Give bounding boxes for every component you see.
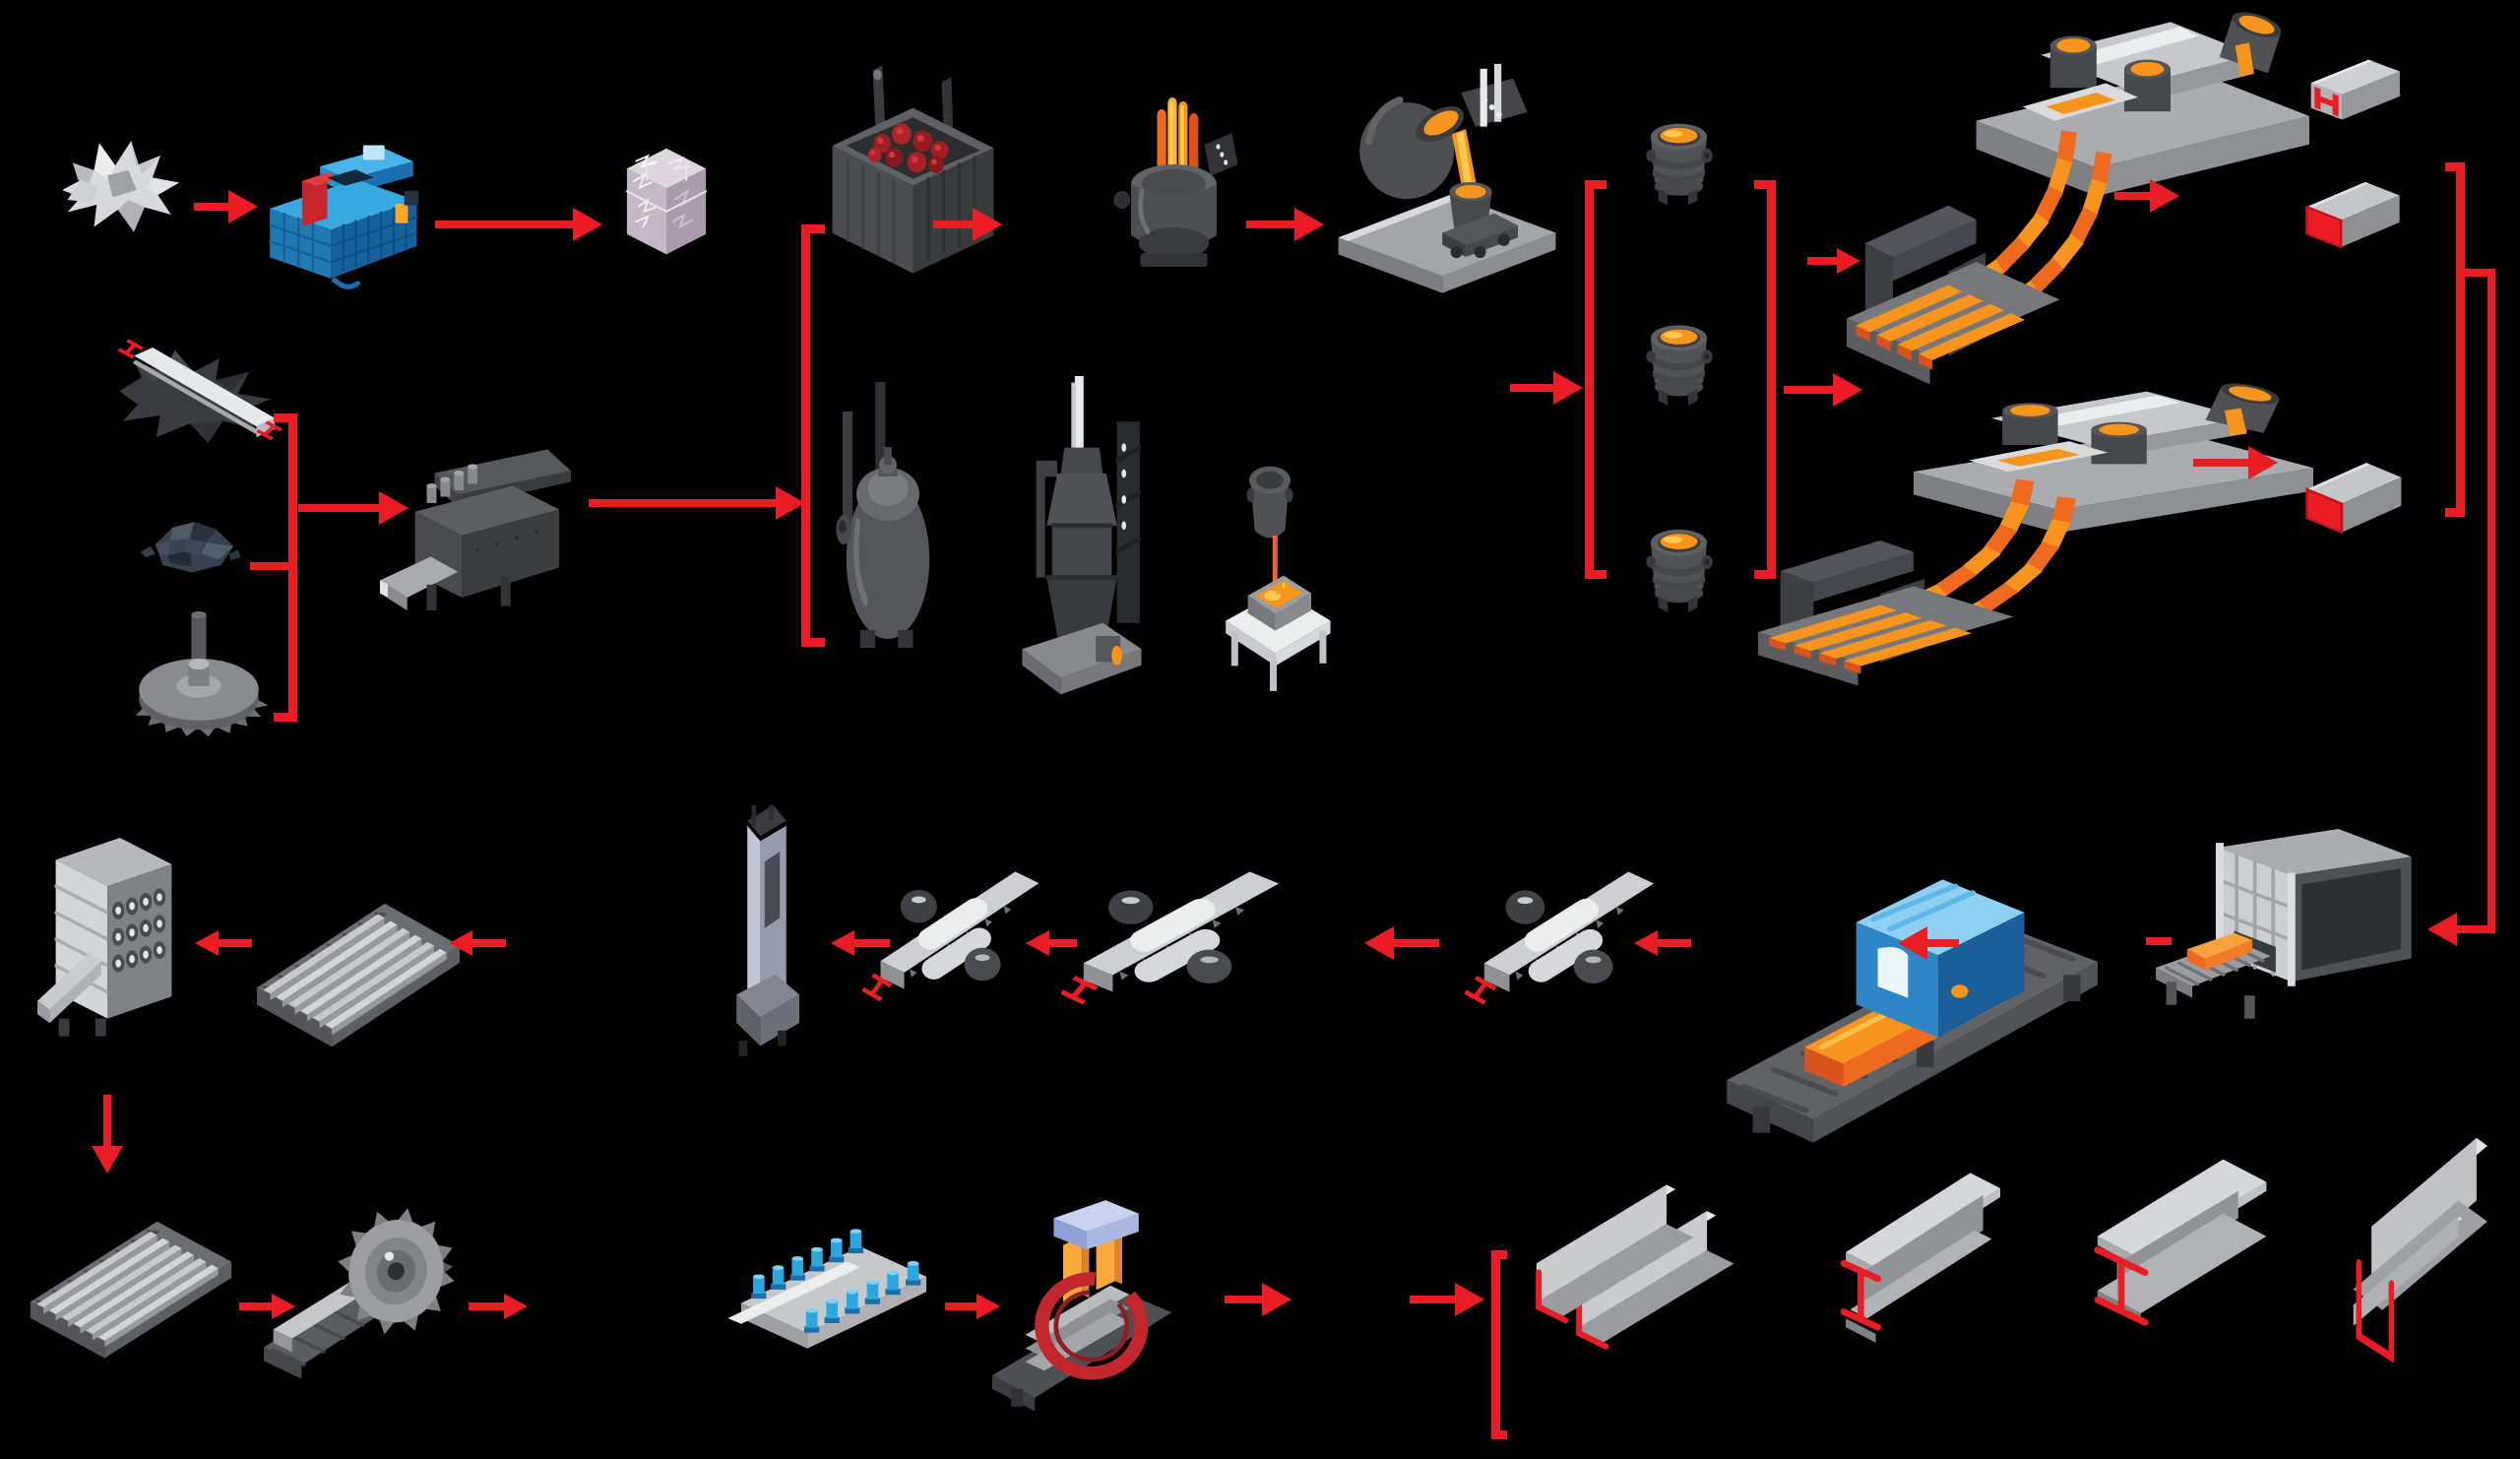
bloom-product	[2295, 163, 2417, 267]
straightener-icon	[727, 1229, 927, 1349]
product-i-beam	[1833, 1142, 2048, 1363]
blue_mill-icon	[1727, 879, 2098, 1143]
ore-cutter-input	[124, 586, 274, 768]
cutting-saw	[264, 1181, 500, 1406]
billet-product	[2295, 443, 2419, 553]
continuous-caster-upper	[1847, 8, 2309, 478]
arrow-scrap-to-baler	[194, 190, 258, 223]
blast-furnace	[994, 376, 1169, 701]
eaf-icon	[1113, 97, 1238, 267]
ladle-1	[1632, 108, 1726, 226]
arrow-crusher-to-split	[589, 486, 805, 520]
ladle-icon	[1646, 529, 1713, 613]
ladle-icon	[1646, 123, 1713, 206]
converter-station	[1329, 59, 1565, 300]
crusher	[380, 443, 575, 658]
arrow-baler-to-bale	[435, 208, 602, 241]
line-coal-to-bracket	[250, 562, 288, 570]
cooling-bed-upper	[248, 861, 469, 1072]
charging-basket	[817, 51, 1009, 287]
bracket-cast-products	[2445, 162, 2465, 517]
ladle-2	[1632, 310, 1726, 426]
scrap_ibeam-icon	[117, 339, 283, 443]
arrow-eaf-to-converter	[1246, 208, 1324, 241]
quench-tower	[713, 805, 821, 1061]
melting-kettle	[825, 382, 951, 677]
cooling-bed-lower	[22, 1181, 240, 1382]
coal-icon	[140, 522, 241, 573]
saw-icon	[264, 1208, 455, 1379]
crusher-icon	[380, 449, 572, 611]
stand-icon	[1465, 871, 1655, 1005]
bof-icon	[1338, 63, 1556, 293]
bracket-ladles-left	[1585, 180, 1606, 579]
reheating-furnace	[2156, 829, 2417, 1060]
stacking-bundler	[992, 1191, 1228, 1416]
finishing-mill	[37, 829, 190, 1049]
scrap_pile-icon	[62, 141, 179, 232]
cooling_bed-icon	[256, 903, 461, 1047]
bale-icon	[625, 148, 708, 255]
ingot-icon	[1226, 466, 1331, 691]
arrow-to-final-products	[1410, 1283, 1484, 1316]
bloom-icon	[2305, 181, 2400, 249]
p_channel-icon	[2353, 1137, 2488, 1364]
cooling_bed-icon	[30, 1221, 232, 1359]
arrow-down-to-row4	[92, 1095, 123, 1174]
line-products-to-reheat	[2427, 269, 2495, 946]
p_ibeam-icon	[1840, 1173, 2001, 1343]
caster-icon	[1847, 12, 2309, 385]
product-channel	[2339, 1122, 2520, 1383]
ladle-icon	[1646, 325, 1713, 406]
stand-icon	[862, 871, 1040, 1002]
cutter-icon	[135, 610, 269, 737]
bracket-split-routes	[801, 224, 825, 647]
roughing-stand-1	[1465, 868, 1660, 1038]
tower-icon	[736, 805, 799, 1056]
arrow-stand1-to-stand2	[1364, 926, 1439, 960]
beam-blank-product	[2297, 44, 2417, 141]
kettle-icon	[836, 382, 930, 648]
arrow-bed-to-mill-block	[195, 930, 252, 956]
p_hbeam-icon	[2094, 1159, 2267, 1326]
bloom-icon	[2305, 463, 2402, 535]
mill_block-icon	[37, 837, 172, 1037]
coal-input	[131, 507, 253, 601]
ladle-3	[1632, 514, 1726, 634]
bundler-icon	[992, 1200, 1172, 1412]
reheat-icon	[2156, 829, 2412, 1019]
electric-arc-furnace	[1098, 94, 1250, 290]
baler-icon	[269, 145, 419, 289]
beam_blank-icon	[2310, 59, 2400, 120]
arrow-bundler-out	[1225, 1283, 1292, 1316]
roughing-stand-3	[862, 868, 1044, 1034]
caster-icon	[1758, 383, 2313, 686]
hot-rolling-unit	[1701, 837, 2132, 1166]
basket-icon	[832, 65, 994, 274]
scrap-bale	[608, 136, 724, 262]
roughing-stand-2	[1061, 868, 1286, 1038]
scrap-steel-input	[108, 337, 293, 473]
product-angles	[1514, 1150, 1738, 1368]
product-h-beam	[2089, 1132, 2305, 1359]
baler-machine	[252, 134, 431, 296]
roller-straightener	[724, 1201, 944, 1390]
bracket-final-products	[1491, 1250, 1507, 1439]
arrow-to-ladle-group	[1510, 371, 1583, 405]
blast-icon	[1022, 376, 1142, 695]
ingot-casting	[1201, 445, 1339, 696]
p_angles-icon	[1536, 1184, 1734, 1350]
scrap-pile	[54, 126, 187, 249]
continuous-caster-lower	[1758, 380, 2313, 762]
stand-icon	[1061, 871, 1280, 1005]
